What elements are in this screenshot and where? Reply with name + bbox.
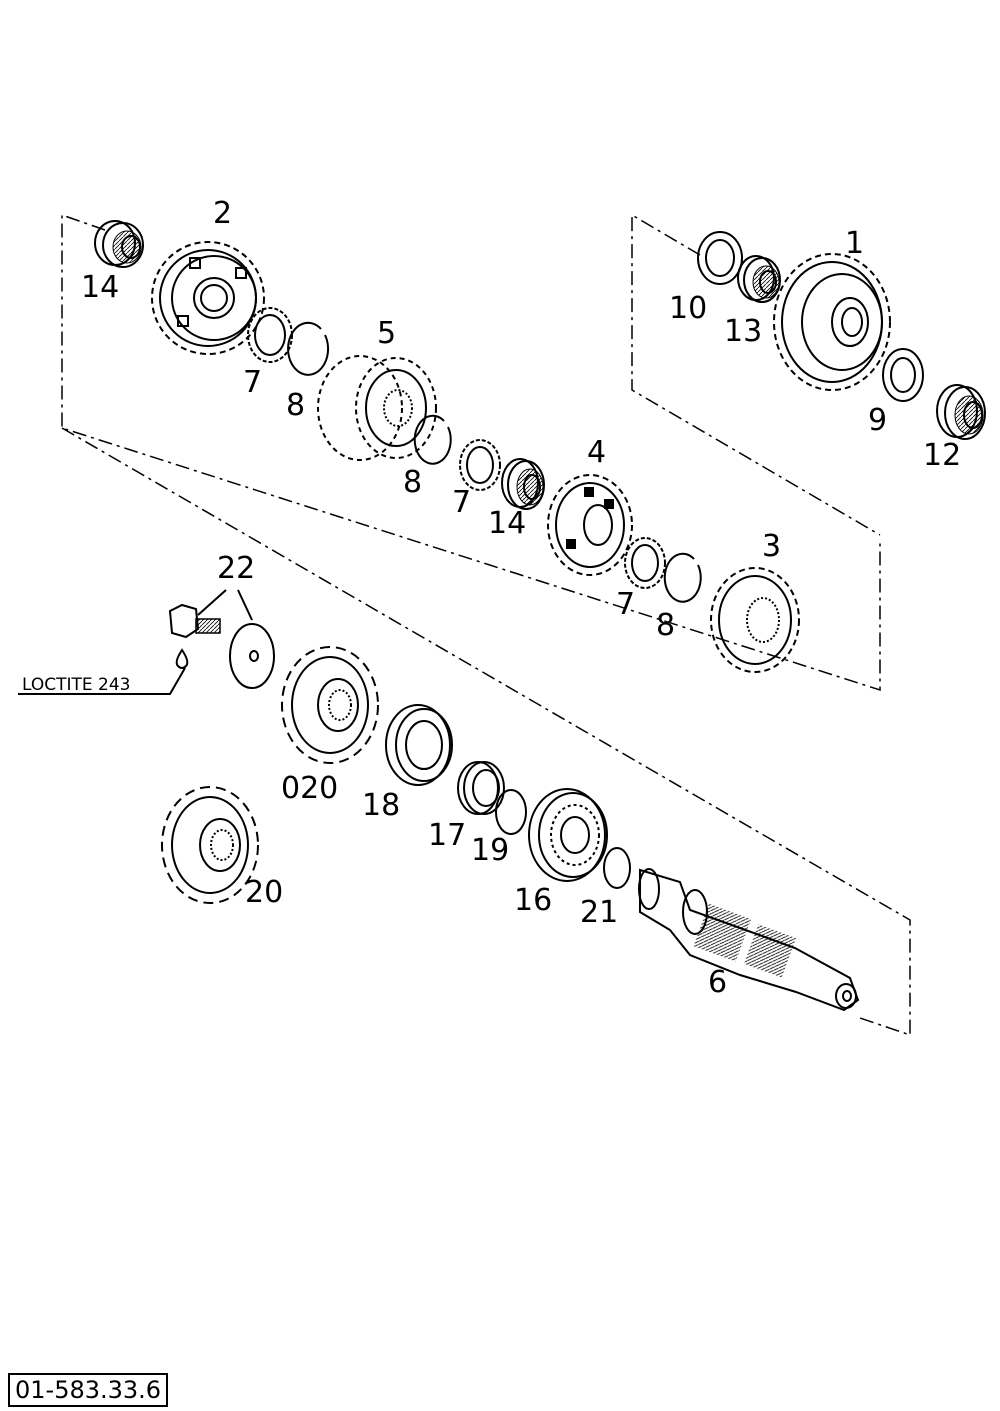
callout-14-upper: 14 — [81, 270, 119, 305]
bolt-part-22 — [168, 603, 221, 639]
callout-8-middle: 8 — [403, 465, 422, 500]
leader-lines-22 — [197, 589, 253, 621]
gear-part-1 — [773, 253, 891, 391]
o-ring-part-21 — [603, 847, 631, 889]
callout-2: 2 — [213, 196, 232, 231]
callout-6: 6 — [708, 965, 727, 1000]
lock-washer-part-7 — [247, 307, 293, 363]
callout-7-lower: 7 — [616, 587, 635, 622]
callout-labels: 1 2 3 4 5 6 7 7 7 8 8 8 9 10 12 13 14 14… — [22, 196, 961, 1000]
needle-bearing-part-13 — [737, 255, 781, 303]
callout-16: 16 — [514, 883, 552, 918]
sprocket-part-20 — [161, 786, 259, 904]
callout-7-upper: 7 — [243, 365, 262, 400]
callout-8-upper: 8 — [286, 388, 305, 423]
assembly-outline-main — [61, 213, 911, 1037]
loctite-note: LOCTITE 243 — [22, 675, 131, 695]
assembly-outline-right — [631, 213, 881, 536]
washer-part-22 — [229, 623, 275, 689]
callout-1: 1 — [845, 226, 864, 261]
callout-21: 21 — [580, 895, 618, 930]
callout-4: 4 — [587, 435, 606, 470]
ball-bearing-part-16 — [528, 788, 608, 882]
callout-14-middle: 14 — [488, 506, 526, 541]
oil-seal-part-18 — [385, 704, 453, 786]
callout-5: 5 — [377, 316, 396, 351]
gear-part-2 — [151, 241, 265, 355]
needle-bearing-part-12 — [936, 384, 986, 440]
circlip-part-8-lower — [663, 552, 702, 603]
circlip-part-8 — [287, 321, 330, 376]
needle-bearing-part-14 — [94, 220, 144, 268]
shaft-part-6 — [638, 868, 860, 1012]
callout-7-middle: 7 — [452, 485, 471, 520]
callout-8-lower: 8 — [656, 608, 675, 643]
callout-9: 9 — [868, 403, 887, 438]
callout-10: 10 — [669, 291, 707, 326]
thrust-washer-part-10 — [697, 231, 743, 285]
callout-020: 020 — [281, 771, 338, 806]
loctite-drop-icon — [175, 648, 189, 669]
sliding-gear-part-5 — [317, 355, 437, 461]
callout-22: 22 — [217, 551, 255, 586]
callout-12: 12 — [923, 438, 961, 473]
sprocket-part-020 — [281, 646, 379, 764]
callout-18: 18 — [362, 788, 400, 823]
o-ring-part-19 — [495, 789, 527, 835]
callout-13: 13 — [724, 314, 762, 349]
needle-bearing-part-14-middle — [501, 458, 545, 510]
lock-washer-part-7-middle — [459, 439, 501, 491]
callout-19: 19 — [471, 833, 509, 868]
drawing-number: 01-583.33.6 — [8, 1373, 169, 1407]
leader-line-loctite — [18, 667, 186, 695]
circlip-part-8-middle — [413, 414, 452, 465]
lock-washer-part-7-lower — [624, 537, 666, 589]
callout-20: 20 — [245, 875, 283, 910]
callout-17: 17 — [428, 818, 466, 853]
gear-part-4 — [547, 474, 633, 576]
callout-3: 3 — [762, 529, 781, 564]
spacer-sleeve-part-17 — [457, 761, 505, 815]
gear-part-3 — [710, 567, 800, 673]
thrust-washer-part-9 — [882, 348, 924, 402]
